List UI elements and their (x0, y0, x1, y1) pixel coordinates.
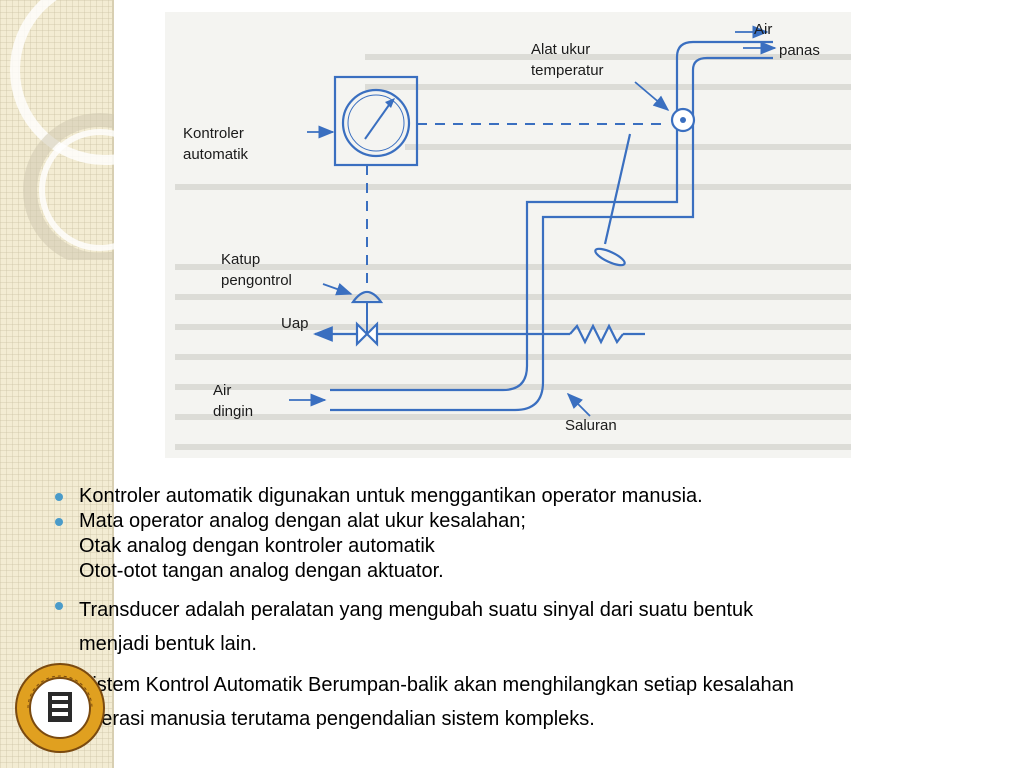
bullet-item: Kontroler automatik digunakan untuk meng… (48, 484, 1008, 509)
bullet-text: Transducer adalah peralatan yang menguba… (79, 599, 754, 621)
sensor-probe (603, 133, 632, 245)
sensor-bulb (594, 247, 626, 267)
water-pipe-outer (330, 40, 773, 392)
label-air-panas-2: panas (779, 42, 820, 59)
bullet-list: Kontroler automatik digunakan untuk meng… (48, 484, 1008, 736)
valve-actuator (350, 290, 384, 304)
temperature-sensor-dot (680, 117, 686, 123)
bullet-item: Sistem Kontrol Automatik Berumpan-balik … (48, 668, 1008, 736)
bullet-item: Mata operator analog dengan alat ukur ke… (48, 509, 1008, 584)
arrow-alat-ukur (634, 81, 670, 112)
valve-body (355, 321, 379, 347)
controller-needle-tip (385, 98, 395, 108)
arrow-saluran (566, 392, 591, 417)
strip-divider (112, 0, 114, 768)
heating-coil (569, 323, 624, 345)
label-air-panas-1: Air (754, 21, 772, 38)
bullet-text: Mata operator analog dengan alat ukur ke… (79, 510, 526, 532)
diagram-svg: Alat ukur temperatur Air panas Kontroler… (175, 21, 851, 450)
label-uap: Uap (281, 315, 309, 332)
bullet-text: operasi manusia terutama pengendalian si… (79, 708, 595, 730)
label-alat-ukur-2: temperatur (531, 62, 604, 79)
label-katup-1: Katup (221, 251, 260, 268)
bullet-item: Transducer adalah peralatan yang menguba… (48, 593, 1008, 661)
arrow-katup (322, 282, 353, 296)
decorative-rings (10, 0, 114, 260)
bullet-text: Kontroler automatik digunakan untuk meng… (79, 485, 703, 507)
bullet-text: Otak analog dengan kontroler automatik (79, 535, 435, 557)
bullet-text: Sistem Kontrol Automatik Berumpan-balik … (79, 674, 794, 696)
label-katup-2: pengontrol (221, 272, 292, 289)
bullet-text: Otot-otot tangan analog dengan aktuator. (79, 560, 444, 582)
institution-logo (15, 663, 105, 753)
label-kontroler-1: Kontroler (183, 125, 244, 142)
temperature-control-diagram: Alat ukur temperatur Air panas Kontroler… (165, 12, 851, 458)
controller-needle (364, 104, 390, 140)
water-pipe-inner (330, 56, 773, 412)
controller-dial (341, 88, 411, 158)
label-air-dingin-2: dingin (213, 403, 253, 420)
label-air-dingin-1: Air (213, 382, 231, 399)
controller-box (333, 75, 419, 167)
label-kontroler-2: automatik (183, 146, 249, 163)
bullet-text: menjadi bentuk lain. (79, 633, 257, 655)
label-saluran: Saluran (565, 417, 617, 434)
label-alat-ukur-1: Alat ukur (531, 41, 590, 58)
controller-dial-inner (347, 94, 405, 152)
